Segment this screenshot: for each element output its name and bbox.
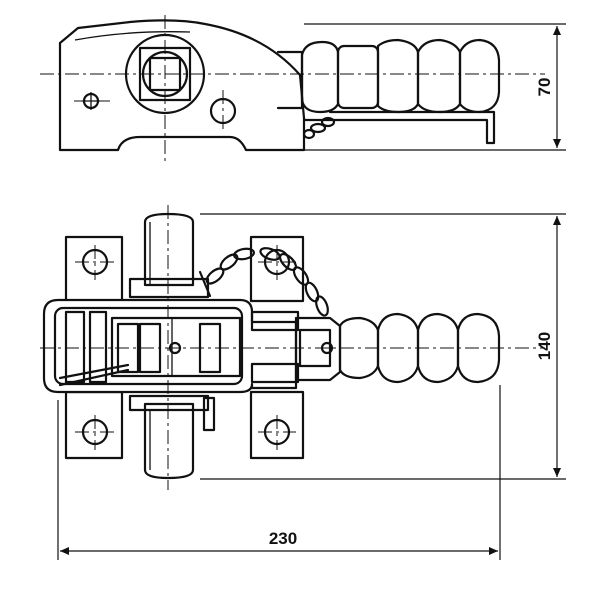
- side-chain: [302, 116, 336, 140]
- plan-handle-grip: [338, 312, 501, 384]
- side-view: [40, 15, 545, 165]
- side-handle-grip: [300, 38, 501, 114]
- dimension-height-bottom: 140: [200, 213, 566, 480]
- pivot-shaft: [128, 212, 210, 480]
- dimension-width-bottom: 230: [57, 385, 501, 560]
- dimension-label-230: 230: [269, 529, 297, 548]
- plan-chain: [198, 247, 329, 317]
- plan-view: [40, 205, 545, 490]
- lever-arm: [250, 310, 342, 384]
- dimension-label-70: 70: [535, 78, 554, 97]
- dimension-height-top: 70: [304, 23, 566, 151]
- dimension-label-140: 140: [535, 332, 554, 360]
- side-view-body: [58, 19, 306, 152]
